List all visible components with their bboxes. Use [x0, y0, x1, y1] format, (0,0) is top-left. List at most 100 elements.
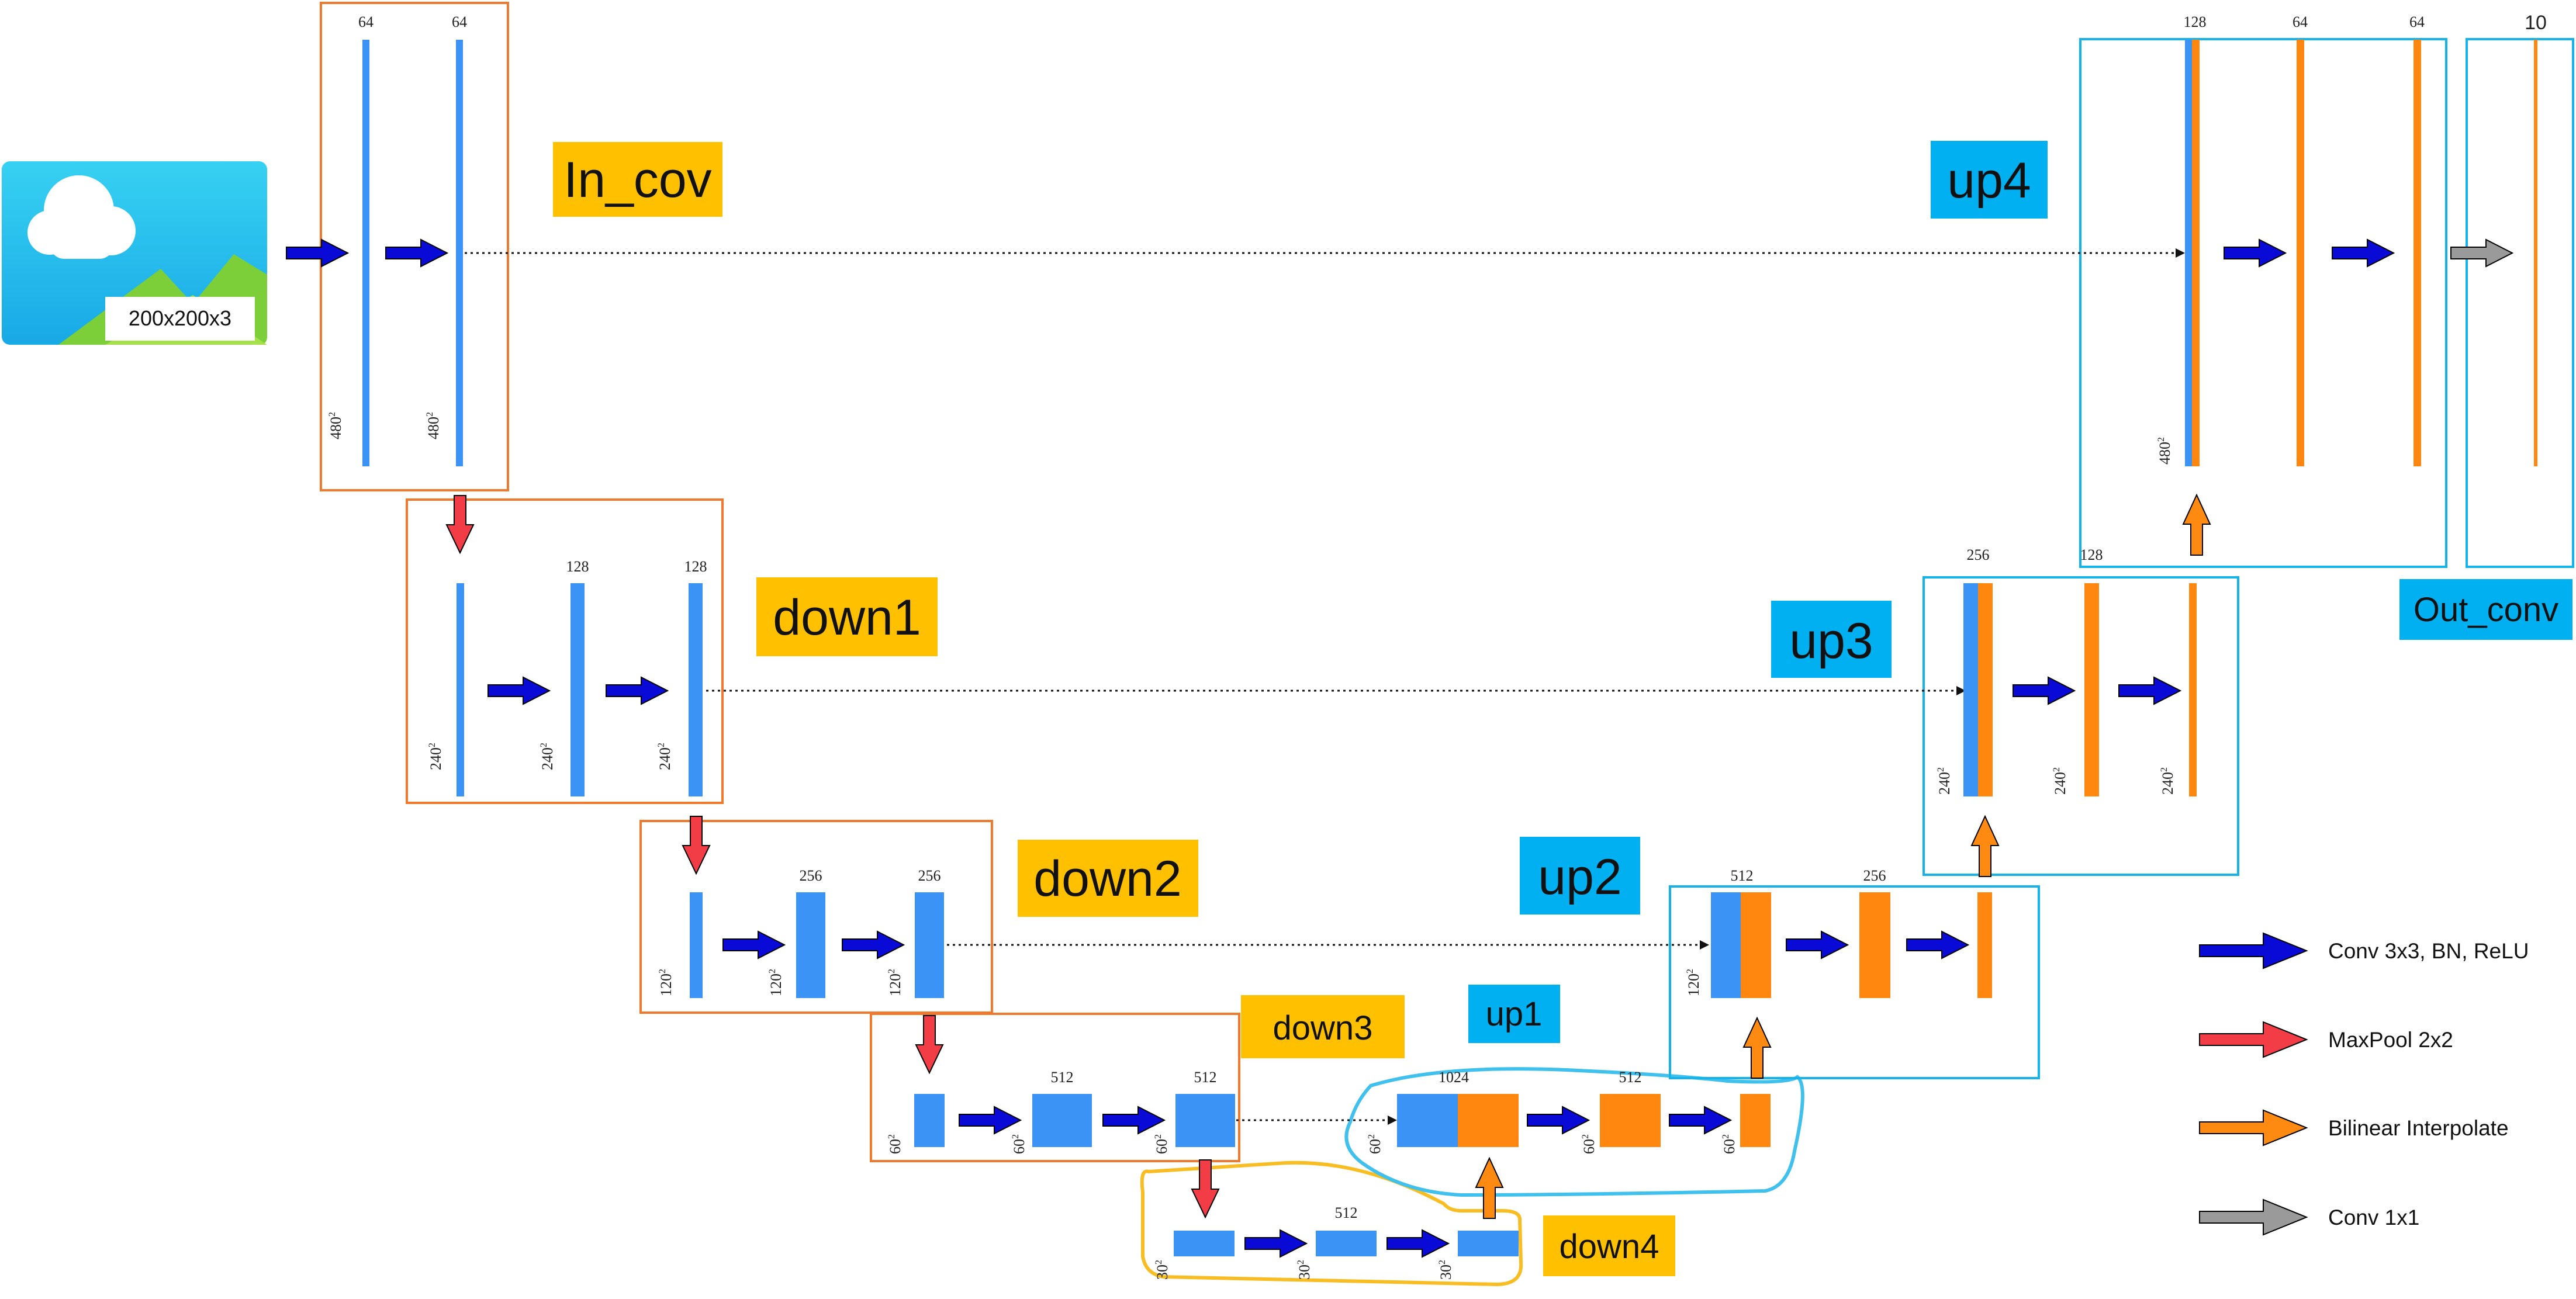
conv-arrow: [1786, 930, 1849, 959]
channel-label: 512: [1335, 1204, 1358, 1221]
up4-upsampled-map: [2192, 40, 2200, 466]
conv-arrow: [1386, 1229, 1450, 1258]
size-label: 2402: [656, 743, 673, 770]
up3-skip-map: [1963, 583, 1978, 796]
size-label: 4802: [327, 412, 344, 439]
out-conv-map: [2534, 40, 2537, 466]
channel-label: 128: [566, 558, 589, 575]
down4-input-map: [1174, 1231, 1235, 1256]
out-conv-frame: [2466, 38, 2574, 568]
up1-tag-label: up1: [1486, 995, 1543, 1033]
size-label: 1202: [767, 969, 784, 996]
conv-arrow: [1102, 1106, 1166, 1135]
out-conv-tag: [2399, 579, 2572, 640]
maxpool-arrows: [445, 495, 1220, 1219]
channel-label: 512: [1051, 1069, 1074, 1086]
size-label: 2402: [1936, 767, 1953, 795]
feature-maps: [362, 40, 2537, 1256]
up2-tag-label: up2: [1538, 849, 1622, 905]
down3-input-map: [914, 1094, 945, 1147]
legend-label: Bilinear Interpolate: [2328, 1116, 2509, 1140]
channel-label: 256: [1863, 867, 1886, 884]
size-label: 1202: [1685, 969, 1702, 996]
size-label: 2402: [427, 743, 444, 770]
size-label: 4802: [2156, 437, 2173, 465]
down3-tag-label: down3: [1273, 1009, 1373, 1047]
legend-label: MaxPool 2x2: [2328, 1028, 2453, 1052]
channel-label: 64: [452, 13, 467, 30]
conv-arrow: [2118, 676, 2182, 705]
legend-item-bilinear: Bilinear Interpolate: [2199, 1109, 2509, 1146]
channel-label: 128: [2080, 546, 2103, 563]
upsample-arrows: [1475, 493, 2211, 1219]
conv-arrow: [385, 238, 449, 268]
skip-arrowheads: [1388, 248, 2185, 1125]
legend: Conv 3x3, BN, ReLU MaxPool 2x2 Bilinear …: [2199, 932, 2529, 1236]
down4-map-1: [1316, 1231, 1377, 1256]
conv-arrow: [1244, 1229, 1308, 1258]
size-label: 602: [1153, 1134, 1170, 1154]
in-conv-map-1: [362, 40, 369, 466]
stage-tags: In_cov down1 down2 down3 down4 up1 up2 u…: [553, 141, 2572, 1276]
channel-label: 1024: [1439, 1069, 1469, 1086]
upsample-arrow: [2182, 493, 2211, 556]
down2-tag-label: down2: [1033, 851, 1181, 907]
in-conv-map-2: [456, 40, 463, 466]
in-conv-tag: [553, 142, 722, 217]
size-label: 2402: [539, 743, 556, 770]
maxpool-arrow: [445, 495, 475, 555]
up4-map-1: [2297, 40, 2304, 466]
down1-map-2: [689, 583, 703, 796]
conv-arrow: [1906, 930, 1970, 959]
legend-item-conv1x1: Conv 1x1: [2199, 1198, 2419, 1236]
conv-arrow-icon: [2199, 932, 2308, 969]
conv-arrow: [606, 676, 669, 705]
channel-label: 256: [1967, 546, 1990, 563]
skip-connections: [465, 252, 2177, 1121]
down4-tag-label: down4: [1560, 1228, 1659, 1266]
in-conv-tag-label: In_cov: [563, 152, 711, 208]
legend-label: Conv 3x3, BN, ReLU: [2328, 939, 2529, 963]
up1-upsampled-map: [1458, 1094, 1519, 1147]
conv-arrow: [722, 930, 786, 959]
conv-arrow: [842, 930, 905, 959]
size-label: 1202: [658, 969, 675, 996]
down2-tag: [1018, 840, 1198, 917]
down1-tag: [756, 577, 938, 656]
down3-map-1: [1032, 1094, 1092, 1147]
channel-label: 128: [684, 558, 707, 575]
size-label: 602: [887, 1134, 904, 1154]
conv-arrow: [2224, 238, 2287, 268]
down3-frame: [870, 1013, 1240, 1162]
down4-map-2: [1458, 1231, 1519, 1256]
channel-label: 512: [1619, 1069, 1642, 1086]
channel-label: 512: [1731, 867, 1754, 884]
up1-skip-map: [1397, 1094, 1458, 1147]
conv-arrow: [2013, 676, 2076, 705]
channel-label: 10: [2525, 12, 2547, 34]
down1-tag-label: down1: [773, 590, 921, 646]
upsample-arrow: [1475, 1156, 1504, 1219]
up3-upsampled-map: [1978, 583, 1993, 796]
conv1x1-arrow-icon: [2199, 1198, 2308, 1236]
conv-arrow: [1527, 1106, 1590, 1135]
size-label: 2402: [2052, 767, 2069, 795]
upsample-arrow: [1742, 1016, 1772, 1079]
channel-label: 64: [2409, 13, 2425, 30]
channel-labels: 64 64 128 128 256 256 512 512 512 1024 5…: [358, 12, 2547, 1221]
channel-label: 64: [2293, 13, 2308, 30]
skip-arrowhead: [1956, 686, 1966, 695]
conv-arrows: [286, 238, 2395, 1258]
skip-arrowhead: [1700, 940, 1709, 950]
size-label: 602: [1721, 1134, 1738, 1154]
conv-arrow: [286, 238, 350, 268]
up4-tag: [1931, 141, 2048, 219]
down1-map-1: [570, 583, 585, 796]
skip-arrowhead: [1388, 1116, 1397, 1125]
out-conv-tag-label: Out_conv: [2414, 591, 2558, 629]
down3-tag: [1241, 995, 1405, 1058]
size-labels: 4802 4802 2402 2402 2402 1202 1202 1202 …: [327, 412, 2176, 1280]
down2-input-map: [690, 892, 703, 998]
input-size-label-box: [105, 297, 255, 341]
